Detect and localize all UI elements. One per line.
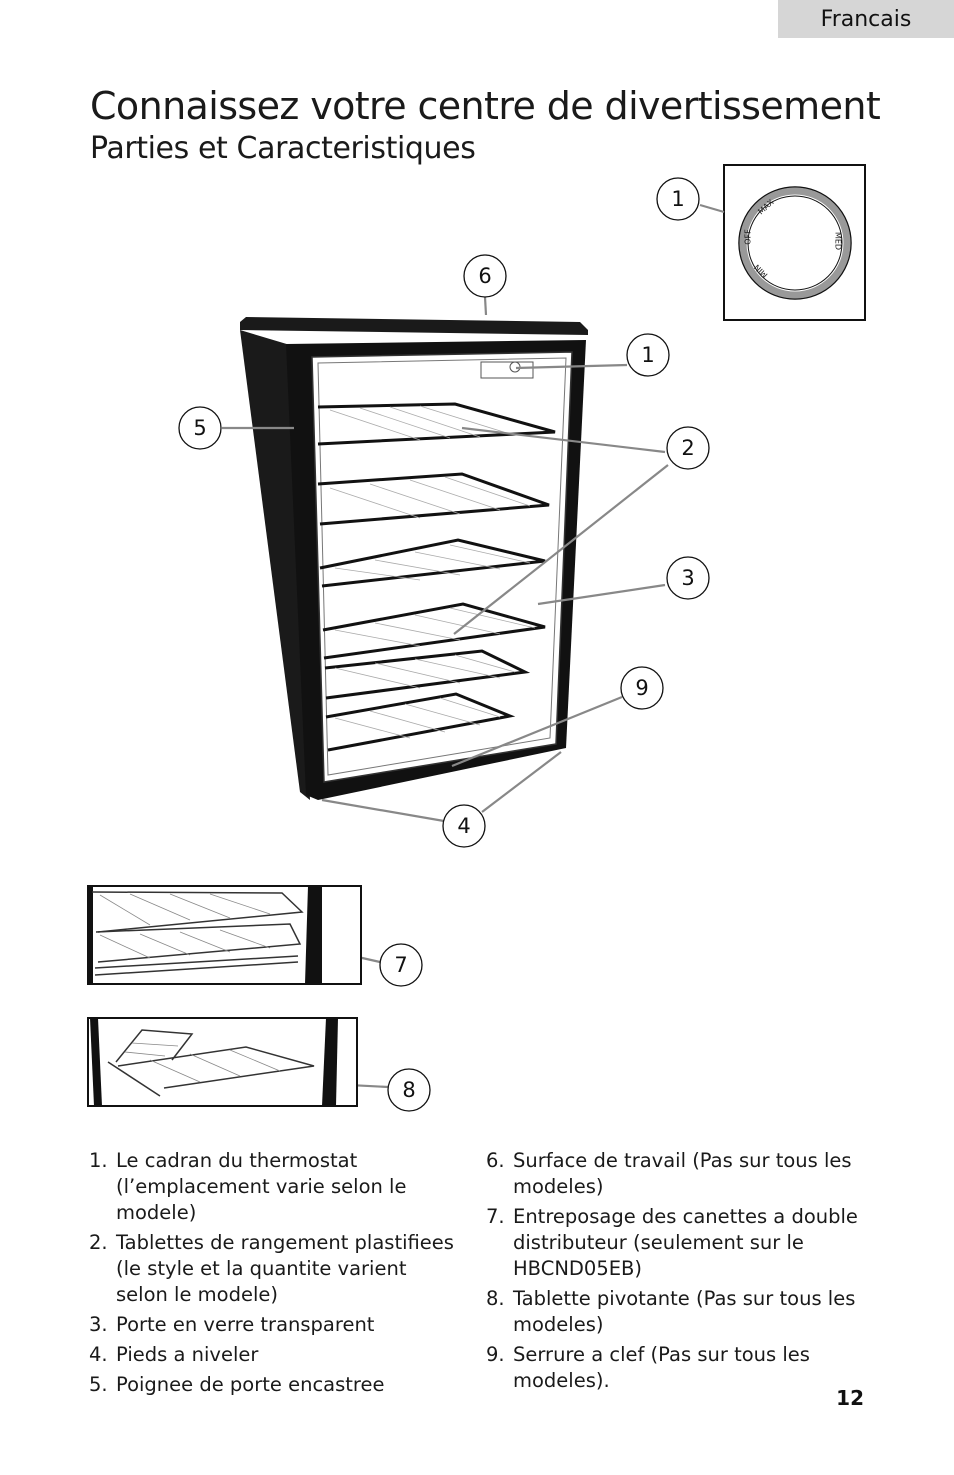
- callout-label: 9: [635, 676, 648, 700]
- parts-list-right: 6.Surface de travail (Pas sur tous les m…: [486, 1148, 858, 1398]
- list-item: 9.Serrure a clef (Pas sur tous les model…: [486, 1343, 810, 1392]
- can-dispenser-inset: [87, 885, 362, 985]
- callout-7: 7: [379, 943, 423, 987]
- list-item: 7.Entreposage des canettes a double dist…: [486, 1205, 858, 1280]
- list-item: 3.Porte en verre transparent: [89, 1313, 375, 1336]
- callout-label: 1: [671, 187, 684, 211]
- list-item: 5.Poignee de porte encastree: [89, 1373, 385, 1396]
- list-item: 8.Tablette pivotante (Pas sur tous les m…: [486, 1287, 856, 1336]
- language-tab: Francais: [778, 0, 954, 38]
- parts-list-left: 1.Le cadran du thermostat (l’emplacement…: [89, 1148, 459, 1402]
- list-item: 4.Pieds a niveler: [89, 1343, 259, 1366]
- callout-label: 1: [641, 343, 654, 367]
- callout-label: 5: [193, 416, 206, 440]
- list-item: 2.Tablettes de rangement plastifiees (le…: [89, 1231, 454, 1306]
- list-item: 1.Le cadran du thermostat (l’emplacement…: [89, 1149, 407, 1224]
- thermostat-dial-inset: MAX OFF MED MIN: [723, 164, 866, 321]
- callout-label: 8: [402, 1078, 415, 1102]
- list-item: 6.Surface de travail (Pas sur tous les m…: [486, 1149, 852, 1198]
- callout-6: 6: [463, 254, 507, 298]
- callout-2: 2: [666, 426, 710, 470]
- callout-label: 2: [681, 436, 694, 460]
- page-number: 12: [836, 1386, 864, 1410]
- callout-label: 7: [394, 953, 407, 977]
- callout-label: 6: [478, 264, 491, 288]
- callout-1-dial: 1: [656, 177, 700, 221]
- callout-label: 3: [681, 566, 694, 590]
- callout-9: 9: [620, 666, 664, 710]
- callout-4: 4: [442, 804, 486, 848]
- cabinet-illustration: [240, 317, 588, 800]
- callout-8: 8: [387, 1068, 431, 1112]
- swivel-shelf-inset: [87, 1017, 358, 1107]
- callout-label: 4: [457, 814, 470, 838]
- page-subtitle: Parties et Caracteristiques: [90, 131, 476, 166]
- callout-1-lock-area: 1: [626, 333, 670, 377]
- dial-label-med: MED: [834, 232, 843, 250]
- dial-label-off: OFF: [744, 229, 753, 245]
- callout-3: 3: [666, 556, 710, 600]
- page-title: Connaissez votre centre de divertissemen…: [90, 84, 881, 128]
- callout-5: 5: [178, 406, 222, 450]
- parts-diagram: MAX OFF MED MIN: [87, 164, 866, 1112]
